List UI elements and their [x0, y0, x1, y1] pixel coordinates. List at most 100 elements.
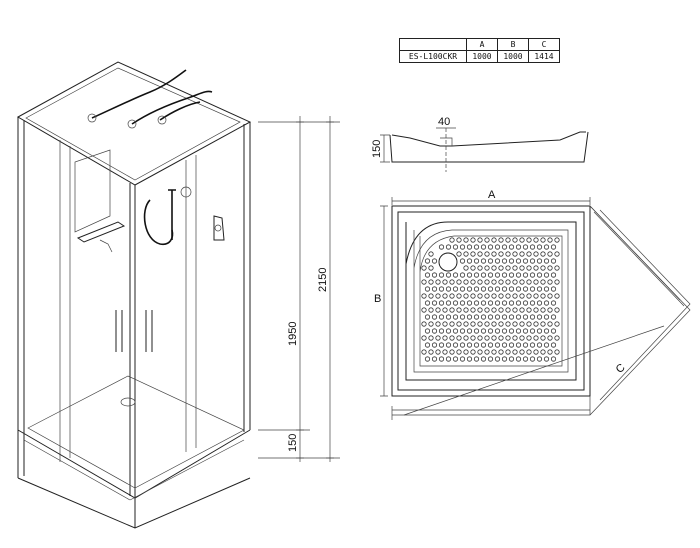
antislip-dot [431, 300, 438, 306]
antislip-dot [477, 335, 483, 341]
antislip-dot [494, 258, 501, 264]
antislip-dot [501, 356, 508, 362]
antislip-dot [540, 251, 546, 257]
antislip-dot [491, 349, 497, 355]
antislip-dot [438, 286, 445, 292]
antislip-dot [473, 314, 480, 320]
antislip-dot [473, 286, 480, 292]
antislip-dot [484, 307, 490, 313]
antislip-dot [445, 328, 452, 334]
antislip-dot [473, 258, 480, 264]
dim-drain-offset: 40 [438, 116, 450, 128]
antislip-dot [435, 307, 441, 313]
antislip-dot [529, 258, 536, 264]
antislip-dot [522, 272, 529, 278]
antislip-dot [452, 272, 459, 278]
antislip-dot [543, 244, 550, 250]
antislip-dot [512, 237, 518, 243]
antislip-dot [512, 307, 518, 313]
antislip-dot [540, 279, 546, 285]
antislip-dot [442, 349, 448, 355]
antislip-dot [550, 342, 557, 348]
antislip-dot [470, 349, 476, 355]
antislip-dot [445, 244, 452, 250]
antislip-dot [533, 237, 539, 243]
antislip-dot [526, 279, 532, 285]
antislip-dot [547, 265, 553, 271]
antislip-dot [435, 293, 441, 299]
antislip-dot [438, 244, 445, 250]
antislip-dot [452, 244, 459, 250]
drain-hole-icon [438, 252, 458, 272]
antislip-dot [470, 279, 476, 285]
antislip-dot [505, 335, 511, 341]
antislip-dot [501, 342, 508, 348]
antislip-dot [463, 321, 469, 327]
antislip-dot [547, 335, 553, 341]
antislip-dot [543, 258, 550, 264]
antislip-dot [487, 342, 494, 348]
antislip-dot [540, 293, 546, 299]
antislip-dot [533, 293, 539, 299]
antislip-dot [550, 286, 557, 292]
antislip-dot [501, 258, 508, 264]
antislip-dot [487, 272, 494, 278]
antislip-dot [508, 272, 515, 278]
antislip-dot [554, 321, 560, 327]
antislip-dot [452, 300, 459, 306]
antislip-dot [529, 244, 536, 250]
antislip-dot [526, 321, 532, 327]
antislip-dot [484, 335, 490, 341]
antislip-dot [463, 265, 469, 271]
antislip-dot [536, 342, 543, 348]
antislip-dot [487, 244, 494, 250]
spec-value-a: 1000 [466, 50, 498, 63]
antislip-dot [438, 300, 445, 306]
antislip-dot [494, 244, 501, 250]
antislip-dot [533, 321, 539, 327]
antislip-dot [498, 293, 504, 299]
antislip-dot [501, 272, 508, 278]
antislip-dot [491, 265, 497, 271]
antislip-dot [487, 356, 494, 362]
antislip-dot [445, 300, 452, 306]
antislip-dot [459, 342, 466, 348]
tray-antislip-dots [421, 237, 560, 362]
antislip-dot [508, 258, 515, 264]
antislip-dot [466, 244, 473, 250]
antislip-dot [505, 237, 511, 243]
antislip-dot [449, 293, 455, 299]
antislip-dot [543, 356, 550, 362]
antislip-dot [547, 251, 553, 257]
antislip-dot [449, 307, 455, 313]
antislip-dot [477, 251, 483, 257]
antislip-dot [470, 321, 476, 327]
antislip-dot [456, 279, 462, 285]
antislip-dot [484, 293, 490, 299]
antislip-dot [543, 300, 550, 306]
antislip-dot [477, 321, 483, 327]
antislip-dot [550, 328, 557, 334]
antislip-dot [515, 272, 522, 278]
antislip-dot [477, 307, 483, 313]
antislip-dot [550, 314, 557, 320]
antislip-dot [554, 237, 560, 243]
antislip-dot [519, 265, 525, 271]
antislip-dot [456, 237, 462, 243]
antislip-dot [463, 279, 469, 285]
antislip-dot [501, 244, 508, 250]
antislip-dot [431, 328, 438, 334]
antislip-dot [442, 279, 448, 285]
antislip-dot [498, 307, 504, 313]
antislip-dot [547, 279, 553, 285]
antislip-dot [473, 342, 480, 348]
antislip-dot [466, 328, 473, 334]
antislip-dot [463, 251, 469, 257]
antislip-dot [554, 349, 560, 355]
antislip-dot [480, 328, 487, 334]
antislip-dot [428, 251, 434, 257]
antislip-dot [484, 279, 490, 285]
antislip-dot [424, 286, 431, 292]
antislip-dot [438, 272, 445, 278]
antislip-dot [540, 307, 546, 313]
